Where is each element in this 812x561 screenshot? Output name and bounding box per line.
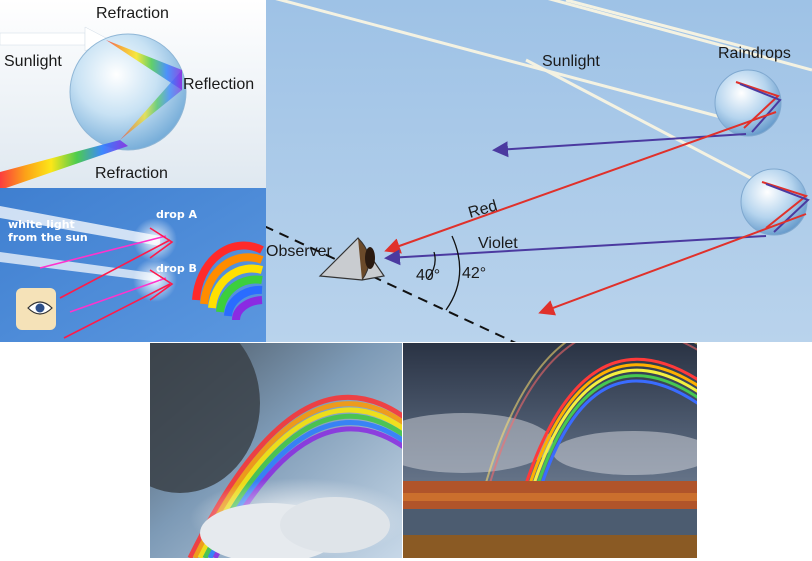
drops-panel: white light from the sun drop A drop B [0, 188, 266, 342]
horizon-line [266, 225, 517, 342]
label-reflection: Reflection [183, 76, 254, 93]
label-drop-b: drop B [156, 262, 197, 275]
label-sunlight: Sunlight [542, 53, 600, 70]
observer-eye-icon [318, 237, 386, 281]
label-angle-42: 42° [462, 265, 486, 282]
secondary-rainbow [482, 343, 697, 494]
violet-ray-lower [384, 235, 767, 266]
rainbow-arcs [192, 241, 264, 321]
angle-arc-40 [427, 251, 436, 279]
angle-arc-42 [445, 235, 461, 311]
observer-panel: Sunlight Raindrops Red Violet Observer 4… [266, 0, 812, 342]
rainbow-photo-clouds [150, 343, 402, 558]
outgoing-spectrum [0, 140, 128, 188]
label-angle-40: 40° [416, 267, 440, 284]
label-raindrops: Raindrops [718, 45, 791, 62]
label-refraction-bottom: Refraction [95, 165, 168, 182]
drop-rays [39, 227, 174, 339]
primary-rainbow [521, 357, 697, 494]
label-white-light-1: white light [8, 218, 75, 231]
raindrop-upper [714, 69, 782, 137]
red-ray-lower [538, 213, 807, 316]
red-ray-upper [384, 111, 777, 254]
rainbow-photo-lake [403, 343, 697, 558]
label-sunlight: Sunlight [4, 53, 62, 70]
sunlight-arrow [0, 26, 109, 52]
refraction-panel: Refraction Sunlight Reflection Refractio… [0, 0, 266, 188]
label-refraction-top: Refraction [96, 5, 169, 22]
label-drop-a: drop A [156, 208, 198, 221]
drop-a [133, 218, 177, 262]
sunlight-rays [275, 0, 812, 188]
label-white-light-2: from the sun [8, 231, 88, 244]
drop-b [133, 258, 177, 302]
eye-icon [16, 288, 56, 330]
label-observer: Observer [266, 243, 332, 260]
label-violet: Violet [478, 235, 518, 252]
